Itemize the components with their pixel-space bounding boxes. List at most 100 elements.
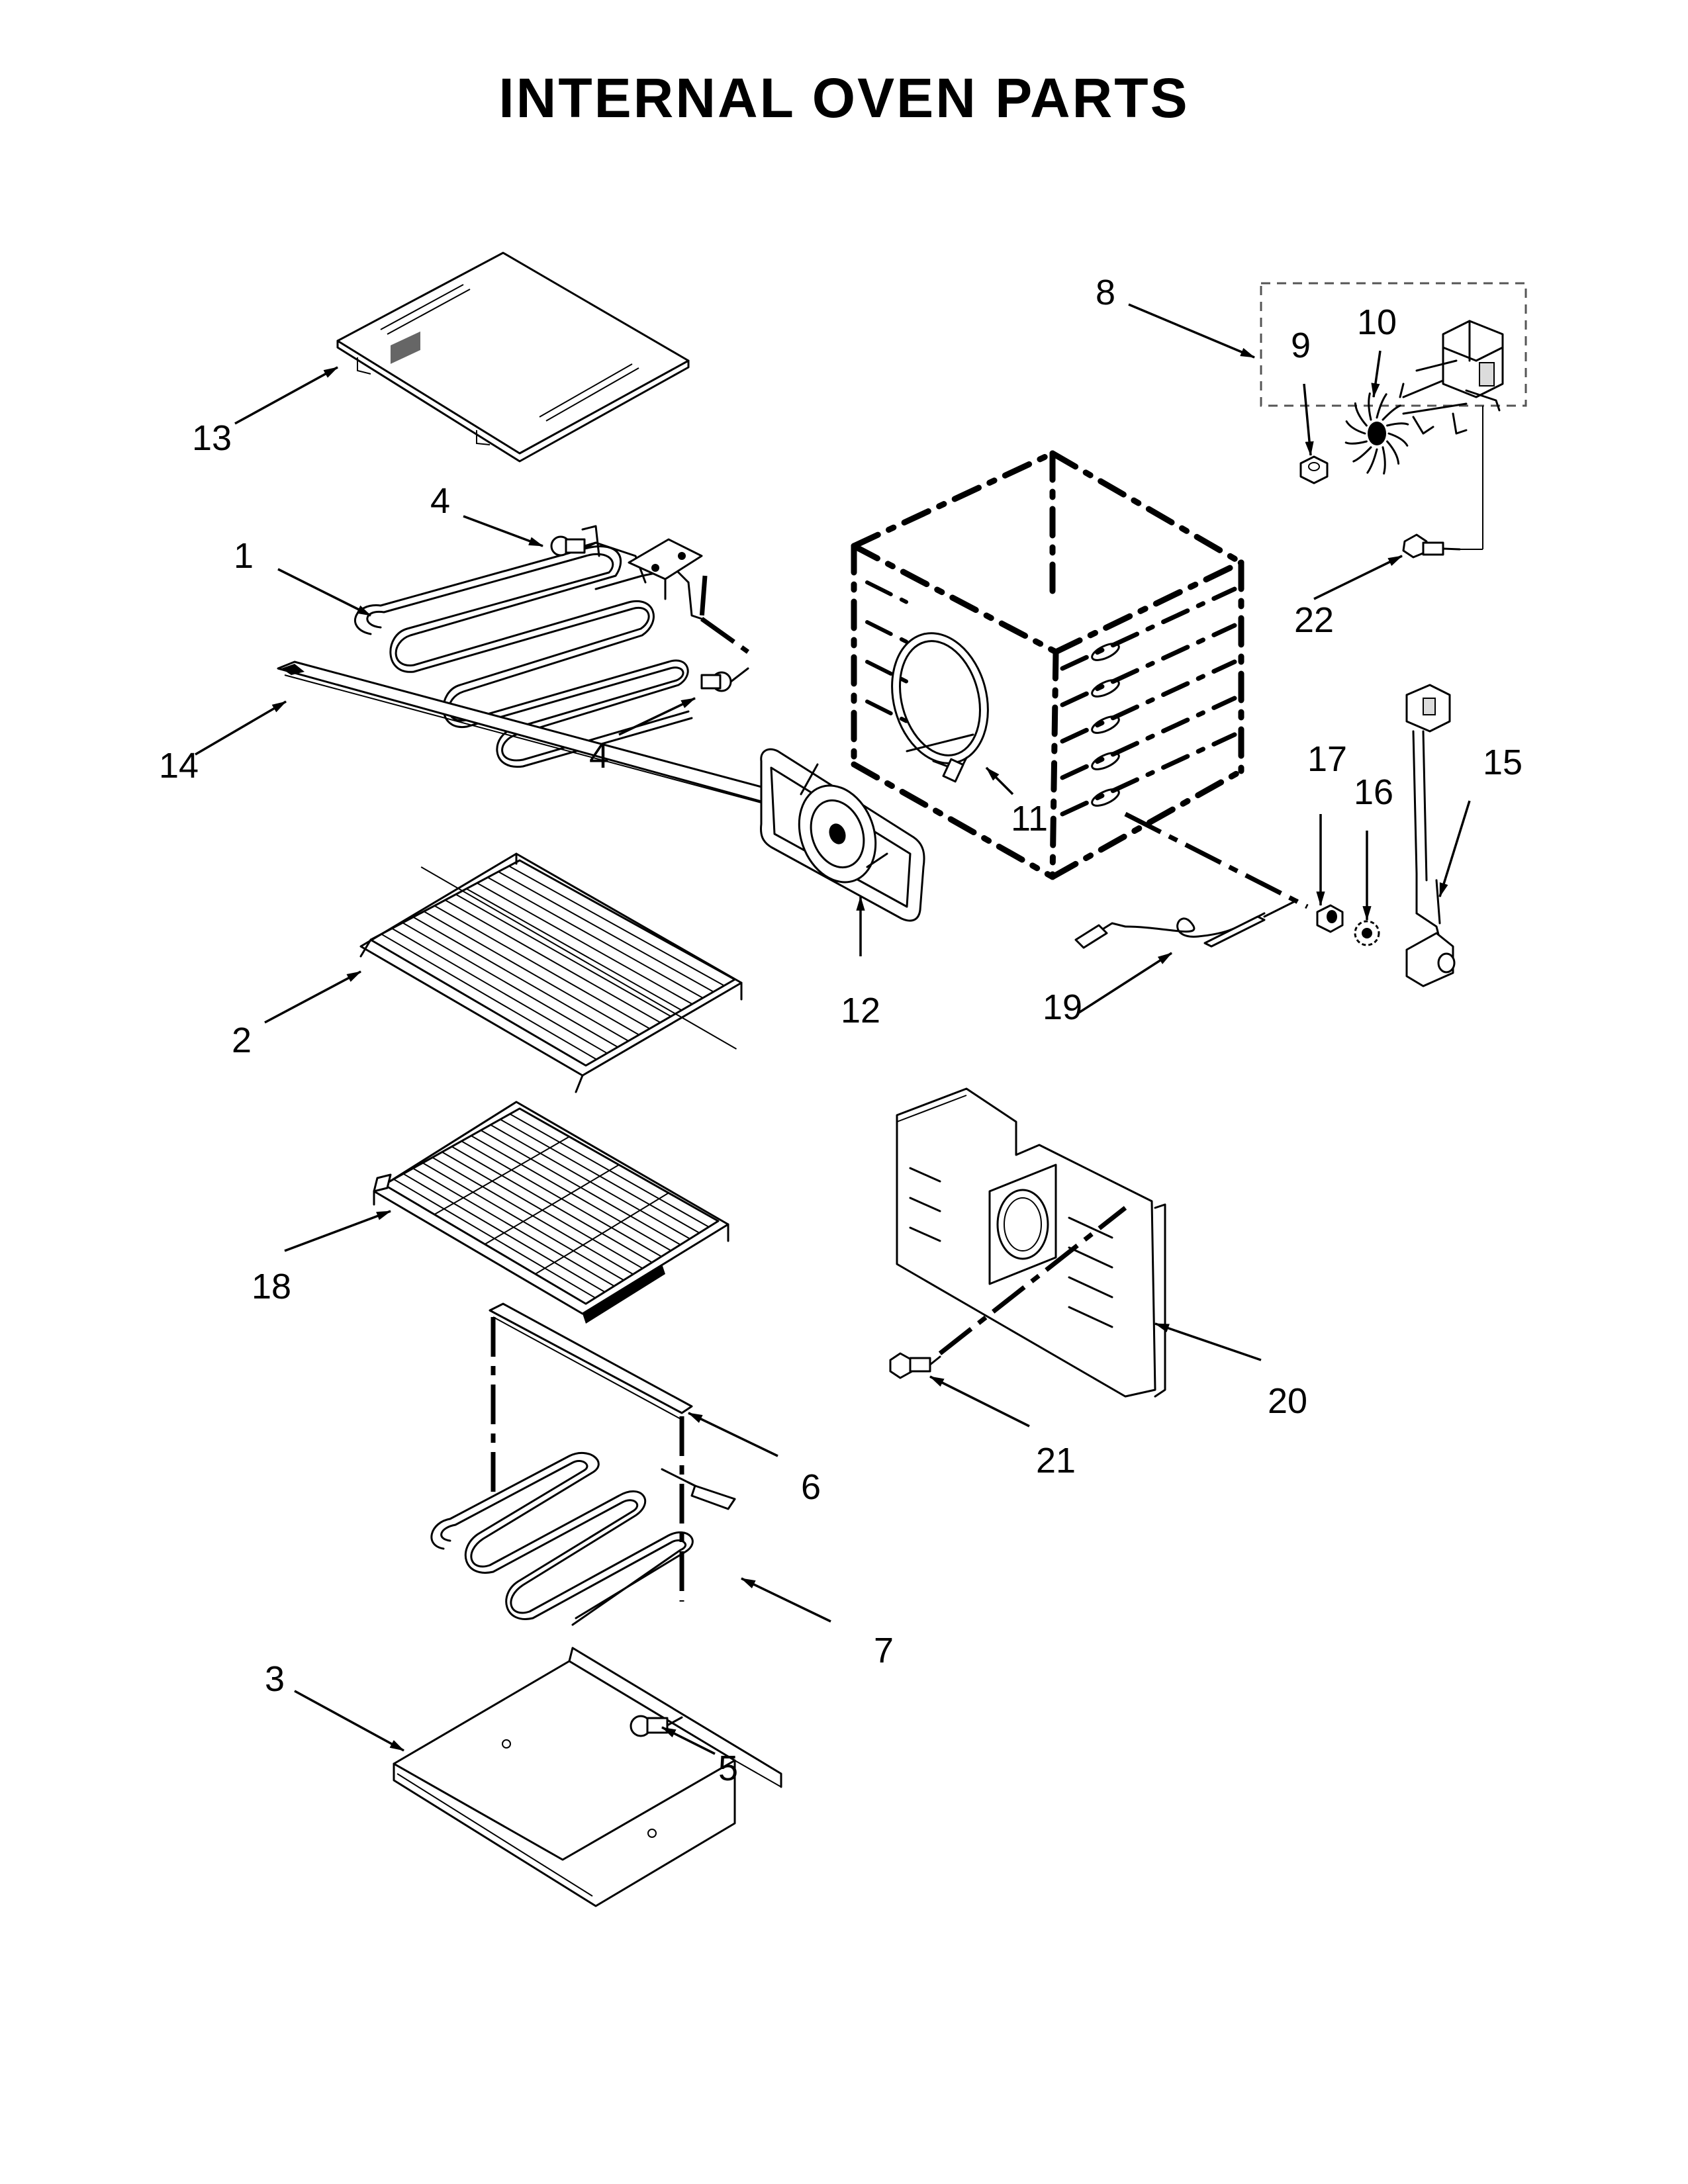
side-wall-rib: [865, 580, 909, 604]
leader-arrows: [195, 303, 1471, 1755]
fan-blade-vane: [1386, 440, 1400, 465]
callout-22: 22: [1294, 600, 1334, 640]
callout-8: 8: [1096, 273, 1115, 312]
part-20-rear-panel: [896, 1087, 1166, 1398]
rack-wire: [412, 916, 629, 1042]
part-3-bottom-panel: [393, 1647, 782, 1907]
rack-wire: [445, 899, 661, 1023]
callout-5: 5: [718, 1749, 738, 1788]
assembly-line: [699, 575, 708, 619]
rack-wire: [487, 876, 704, 999]
callout-15: 15: [1483, 743, 1523, 782]
convection-motor: [1399, 320, 1504, 435]
rack-wire: [381, 933, 597, 1060]
callout-17: 17: [1307, 739, 1347, 779]
rack-crossbar: [420, 866, 737, 1050]
rack-support-dimple: [1091, 643, 1120, 661]
rack-support-dimple: [1091, 679, 1120, 698]
assembly-line: [938, 1206, 1127, 1355]
part-13-top-panel: [336, 251, 690, 463]
cavity-edge: [1049, 450, 1244, 566]
part-21-screw: [889, 1352, 941, 1379]
rack-wire: [477, 882, 693, 1005]
part-7-bake-element: [430, 1451, 736, 1626]
rack-support-dimple: [1091, 752, 1120, 770]
callout-10: 10: [1357, 302, 1397, 342]
part-16-lock-washer: [1354, 920, 1380, 946]
cavity-edge: [1049, 649, 1059, 880]
cavity-edge: [851, 450, 1056, 549]
rack-wire: [466, 887, 682, 1011]
part-12-fan-cover: [760, 748, 925, 922]
callout-2: 2: [232, 1021, 252, 1060]
rack-wire: [455, 893, 672, 1017]
rack-rail: [1060, 696, 1237, 780]
callout-9: 9: [1291, 326, 1311, 365]
part-15-temperature-sensor: [1405, 684, 1456, 987]
callout-3: 3: [265, 1659, 285, 1699]
callout-16: 16: [1354, 772, 1393, 812]
callout-12: 12: [841, 991, 880, 1030]
fan-blade-vane: [1344, 440, 1368, 445]
fan-blade-vane: [1376, 393, 1387, 419]
part-4-screw-upper: [550, 535, 597, 557]
rack-wire: [391, 927, 608, 1054]
side-wall-rib: [865, 620, 909, 644]
callout-13: 13: [192, 418, 232, 458]
callout-21: 21: [1036, 1441, 1076, 1480]
part-6-bake-shield: [489, 1302, 693, 1420]
callout-4-lower: 4: [589, 736, 609, 776]
rack-rail: [1060, 623, 1237, 707]
assembly-line: [700, 617, 750, 654]
fan-blade-vane: [1382, 446, 1386, 475]
callout-19: 19: [1043, 987, 1082, 1027]
callout-6: 6: [801, 1467, 821, 1507]
diagram-title: INTERNAL OVEN PARTS: [498, 67, 1190, 129]
fan-blade-vane: [1345, 420, 1366, 435]
glide-rack-crosswire: [484, 1164, 620, 1245]
rack-wire: [508, 865, 725, 987]
cavity-edge: [851, 543, 1059, 655]
callout-14: 14: [159, 746, 199, 786]
glide-rack-crosswire: [535, 1192, 669, 1275]
callout-labels: 13 1 4 4 14 2 18 6 7 3 5 8 9 10 11 12 22…: [159, 273, 1523, 1788]
part-18-glide-rack: [373, 1101, 729, 1324]
part-2-oven-rack: [359, 852, 743, 1093]
part-4-screw-lower: [700, 667, 749, 692]
cavity-edge: [851, 761, 1056, 880]
assembly-line: [1124, 811, 1309, 909]
callout-18: 18: [252, 1267, 291, 1306]
glide-rack-crosswire: [434, 1136, 570, 1215]
rack-rail: [1060, 586, 1237, 671]
rack-wire: [402, 922, 618, 1048]
side-wall-rib: [865, 700, 909, 723]
rack-support-dimple: [1091, 715, 1120, 734]
rack-wire: [434, 905, 650, 1030]
rack-wire: [498, 871, 714, 993]
callout-11: 11: [1011, 799, 1048, 839]
fan-blade-vane: [1382, 404, 1401, 421]
fan-blade-vane: [1387, 432, 1409, 447]
callout-7: 7: [874, 1631, 894, 1670]
fan-blade-vane: [1352, 446, 1372, 463]
rack-support-dimple: [1091, 788, 1120, 807]
callout-4-upper: 4: [430, 481, 450, 521]
callout-1: 1: [234, 536, 254, 576]
rack-rail: [1060, 659, 1237, 744]
part-19-meat-probe: [1074, 899, 1299, 949]
part-17-nut: [1316, 904, 1344, 933]
part-9-nut: [1299, 455, 1329, 484]
part-10-fan-blade: [1344, 392, 1409, 475]
part-8-motor-assembly-box: [1260, 282, 1527, 407]
part-22-screw: [1402, 533, 1461, 559]
fan-blade-vane: [1366, 448, 1378, 474]
rack-wire: [423, 911, 639, 1036]
fan-blade-vane: [1386, 422, 1409, 427]
cavity-edge: [1053, 559, 1244, 655]
part-11-convection-element: [891, 632, 989, 783]
fan-blade-vane: [1368, 392, 1372, 421]
oven-cavity-wireframe: [851, 450, 1244, 880]
callout-20: 20: [1268, 1381, 1307, 1421]
